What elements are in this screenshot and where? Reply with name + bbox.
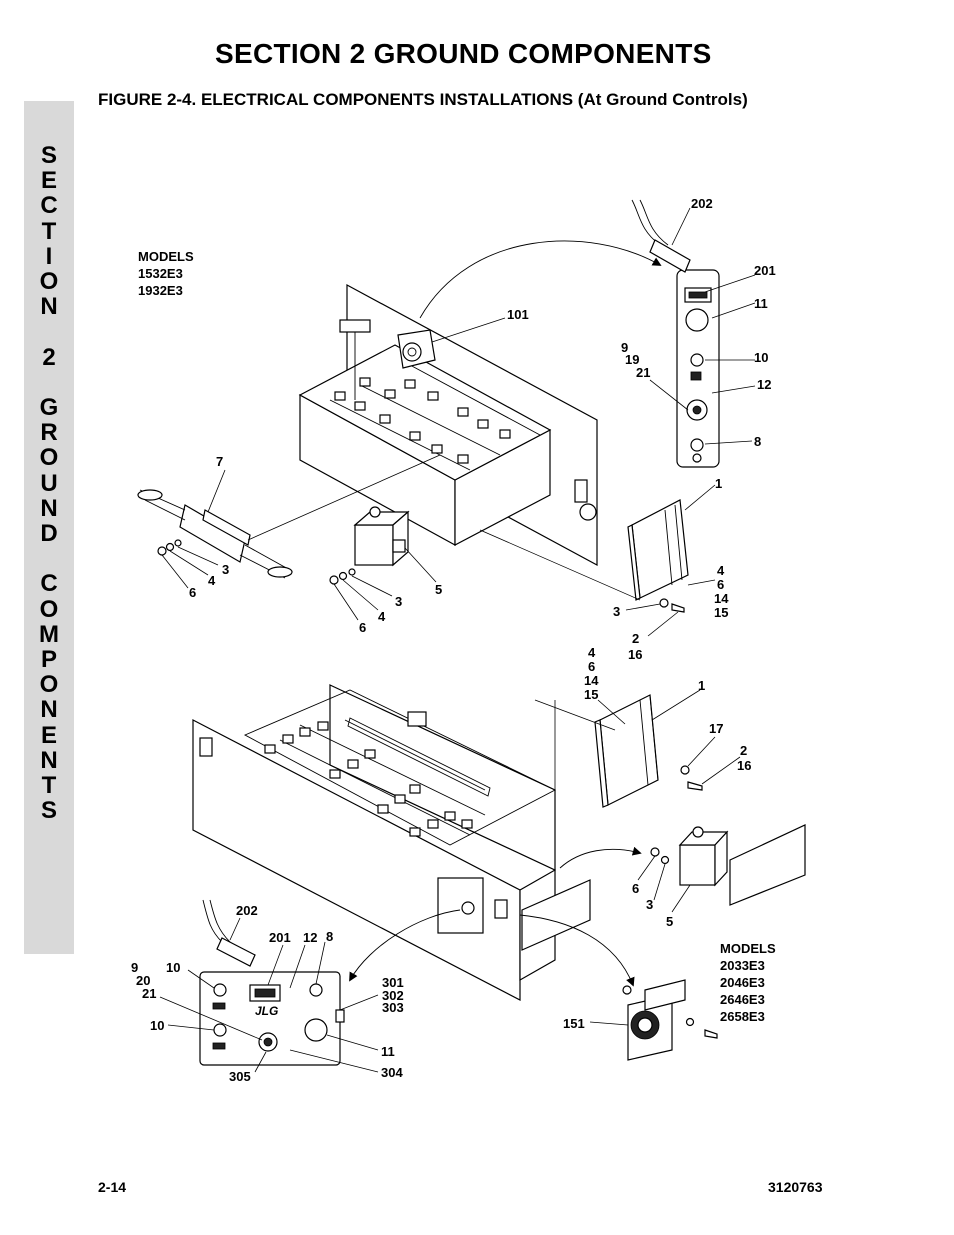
callout: 8 xyxy=(754,434,761,449)
bottom-control-panel xyxy=(199,971,341,1066)
models-top: MODELS 1532E3 1932E3 xyxy=(138,249,194,298)
figure-title: FIGURE 2-4. ELECTRICAL COMPONENTS INSTAL… xyxy=(98,90,748,109)
callout: 2 xyxy=(740,743,747,758)
callout: 5 xyxy=(435,582,442,597)
callout: 16 xyxy=(628,647,642,662)
models-top-line: 1532E3 xyxy=(138,266,183,281)
callout: 201 xyxy=(754,263,776,278)
callout: 6 xyxy=(588,659,595,674)
bottom-battery-box xyxy=(192,684,591,1001)
callout: 20 xyxy=(136,973,150,988)
callout: 15 xyxy=(714,605,728,620)
models-top-line: MODELS xyxy=(138,249,194,264)
callout: 10 xyxy=(754,350,768,365)
callout: 151 xyxy=(563,1016,585,1031)
callout: 303 xyxy=(382,1000,404,1015)
battery-terminals xyxy=(334,377,511,464)
models-top-line: 1932E3 xyxy=(138,283,183,298)
models-bottom: MODELS 2033E3 2046E3 2646E3 2658E3 xyxy=(720,941,776,1024)
callout: 14 xyxy=(714,591,729,606)
callout: 4 xyxy=(208,573,216,588)
callout: 4 xyxy=(378,609,386,624)
callout: 4 xyxy=(717,563,725,578)
callout: 5 xyxy=(666,914,673,929)
callout: 19 xyxy=(625,352,639,367)
callout: 305 xyxy=(229,1069,251,1084)
solenoid-top xyxy=(353,506,410,567)
callout: 3 xyxy=(395,594,402,609)
callout: 17 xyxy=(709,721,723,736)
callout: 21 xyxy=(142,986,156,1001)
document-number: 3120763 xyxy=(768,1179,823,1195)
models-bottom-line: 2033E3 xyxy=(720,958,765,973)
section-title: SECTION 2 GROUND COMPONENTS xyxy=(215,38,712,69)
callout: 6 xyxy=(359,620,366,635)
models-bottom-line: 2658E3 xyxy=(720,1009,765,1024)
alarm-assembly xyxy=(627,979,686,1061)
callout: 9 xyxy=(131,960,138,975)
callout: 302 xyxy=(382,988,404,1003)
callout: 12 xyxy=(303,930,317,945)
callout: 21 xyxy=(636,365,650,380)
callout: 202 xyxy=(691,196,713,211)
battery-terminals-bottom xyxy=(264,721,473,837)
solenoid-bottom xyxy=(678,824,806,906)
top-battery-box xyxy=(298,283,598,567)
models-bottom-line: 2646E3 xyxy=(720,992,765,1007)
callout: 101 xyxy=(507,307,529,322)
callout: 202 xyxy=(236,903,258,918)
callout: 301 xyxy=(382,975,404,990)
page-number: 2-14 xyxy=(98,1179,127,1195)
callout: 11 xyxy=(754,296,768,311)
motor-controller-bottom xyxy=(594,694,659,808)
callout: 14 xyxy=(584,673,599,688)
callouts-top: 202 201 11 101 9 19 21 10 12 8 7 1 3 4 6… xyxy=(189,196,776,662)
callout: 304 xyxy=(381,1065,403,1080)
callout: 15 xyxy=(584,687,598,702)
horn-assembly xyxy=(397,329,436,369)
callout: 16 xyxy=(737,758,751,773)
callout: 4 xyxy=(588,645,596,660)
callout: 9 xyxy=(621,340,628,355)
models-bottom-line: MODELS xyxy=(720,941,776,956)
callouts-bottom: 4 6 14 15 1 17 2 16 202 201 12 8 9 20 21… xyxy=(131,645,751,1084)
callout: 10 xyxy=(150,1018,164,1033)
side-tab: S E C T I O N 2 G R O U N D C O M P O N … xyxy=(24,101,74,954)
callout: 7 xyxy=(216,454,223,469)
callout: 201 xyxy=(269,930,291,945)
side-tab-text: S E C T I O N 2 G R O U N D C O M P O N … xyxy=(39,142,59,825)
callout: 6 xyxy=(717,577,724,592)
callout: 6 xyxy=(632,881,639,896)
callout: 1 xyxy=(715,476,722,491)
callout: 8 xyxy=(326,929,333,944)
brand-mark: JLG xyxy=(255,1004,278,1018)
callout: 12 xyxy=(757,377,771,392)
motor-controller-top xyxy=(627,499,689,601)
callout: 3 xyxy=(613,604,620,619)
callout: 2 xyxy=(632,631,639,646)
callout: 10 xyxy=(166,960,180,975)
top-control-panel xyxy=(676,269,720,468)
connector-assembly xyxy=(137,489,293,579)
callout: 3 xyxy=(646,897,653,912)
callout: 6 xyxy=(189,585,196,600)
models-bottom-line: 2046E3 xyxy=(720,975,765,990)
callout: 11 xyxy=(381,1044,395,1059)
callout: 1 xyxy=(698,678,705,693)
callout: 3 xyxy=(222,562,229,577)
